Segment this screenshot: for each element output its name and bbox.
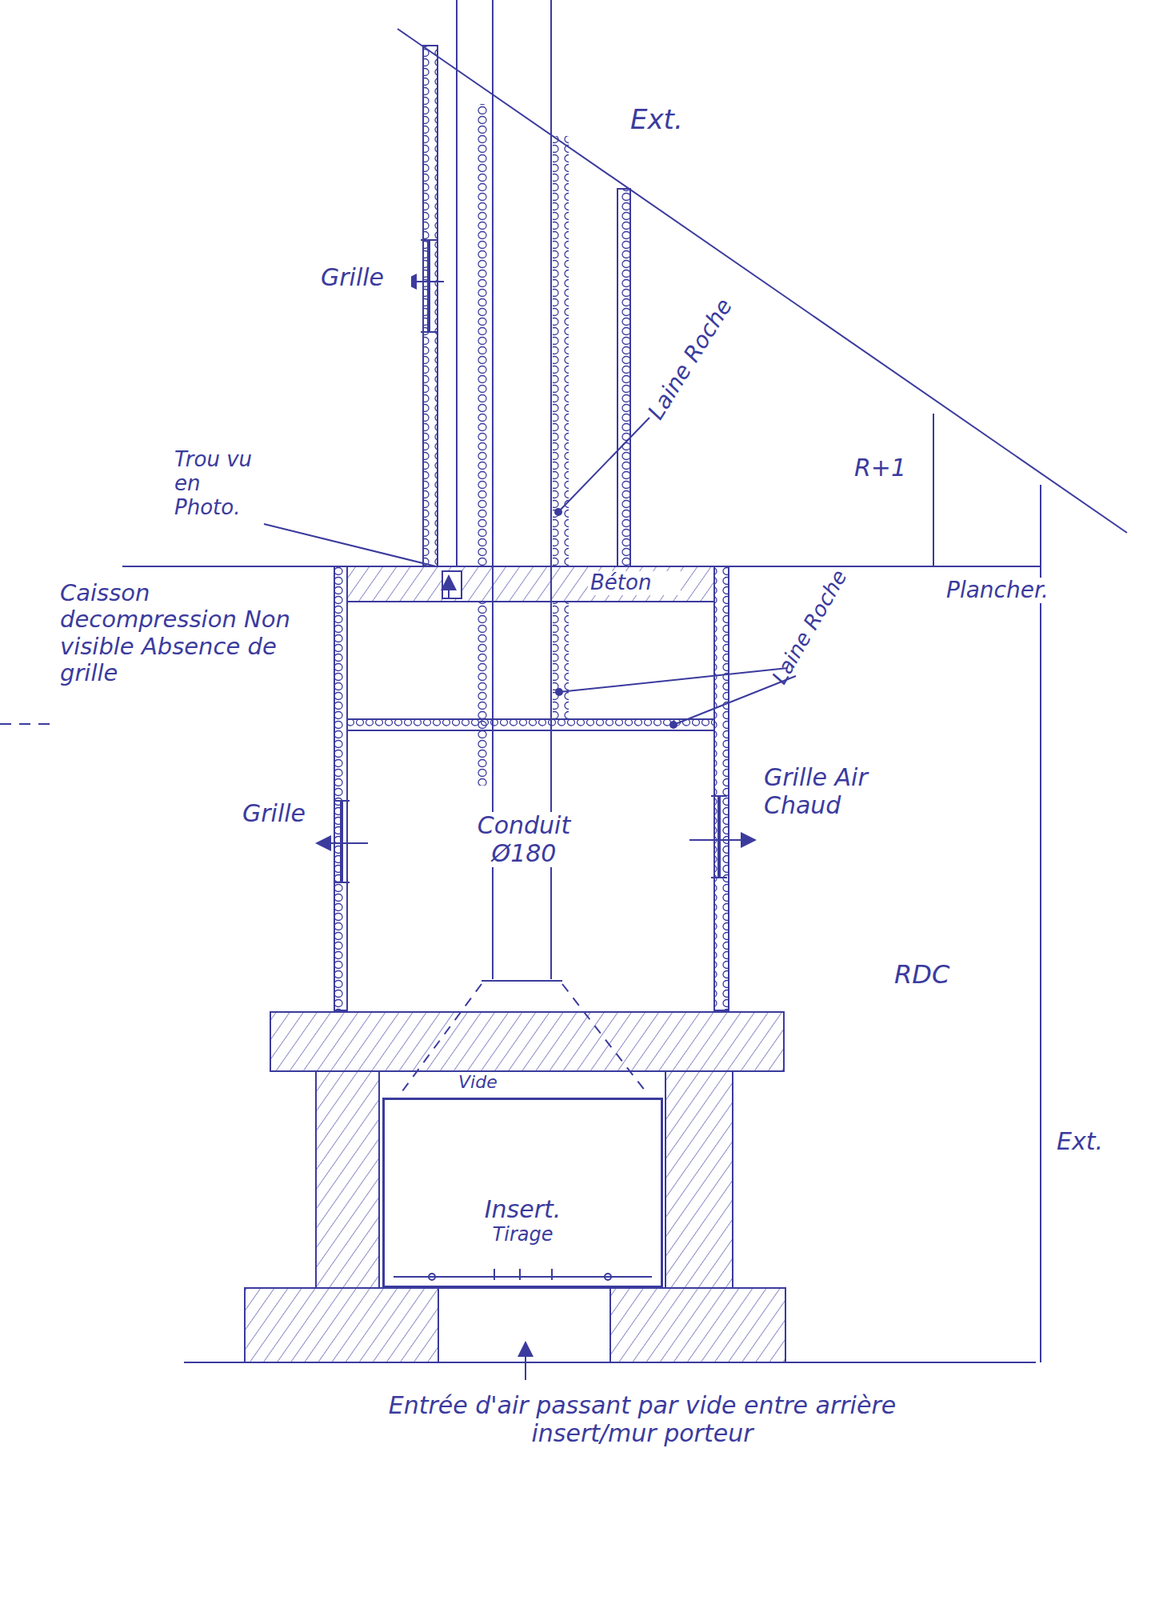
annotation-label: Plancher. — [943, 577, 1093, 604]
annotation-label: Grille Air Chaud — [761, 763, 871, 820]
annotation-label: Trou vu en Photo. — [171, 447, 269, 520]
annotation-label: Conduit Ø180 — [457, 811, 591, 868]
annotation-label: Grille — [318, 263, 412, 292]
node-subtitle: Tirage — [492, 1223, 554, 1247]
node-title: Insert. — [484, 1195, 562, 1224]
annotation-label: Entrée d'air passant par vide entre arri… — [335, 1391, 949, 1447]
annotation-label: Caisson decompression Non visible Absenc… — [57, 579, 295, 687]
annotation-label: Laine Roche — [767, 549, 863, 691]
annotation-label: Ext. — [627, 103, 745, 136]
insert-box: Insert.Tirage — [382, 1097, 664, 1288]
annotation-label: Vide — [455, 1071, 525, 1092]
annotation-label: Laine Roche — [641, 279, 747, 426]
annotation-label: Béton — [587, 571, 681, 596]
annotation-label: Ext. — [1054, 1127, 1148, 1156]
annotation-label: RDC — [891, 959, 977, 990]
annotation-label: R+1 — [851, 454, 929, 483]
annotation-label: Grille — [239, 799, 325, 828]
